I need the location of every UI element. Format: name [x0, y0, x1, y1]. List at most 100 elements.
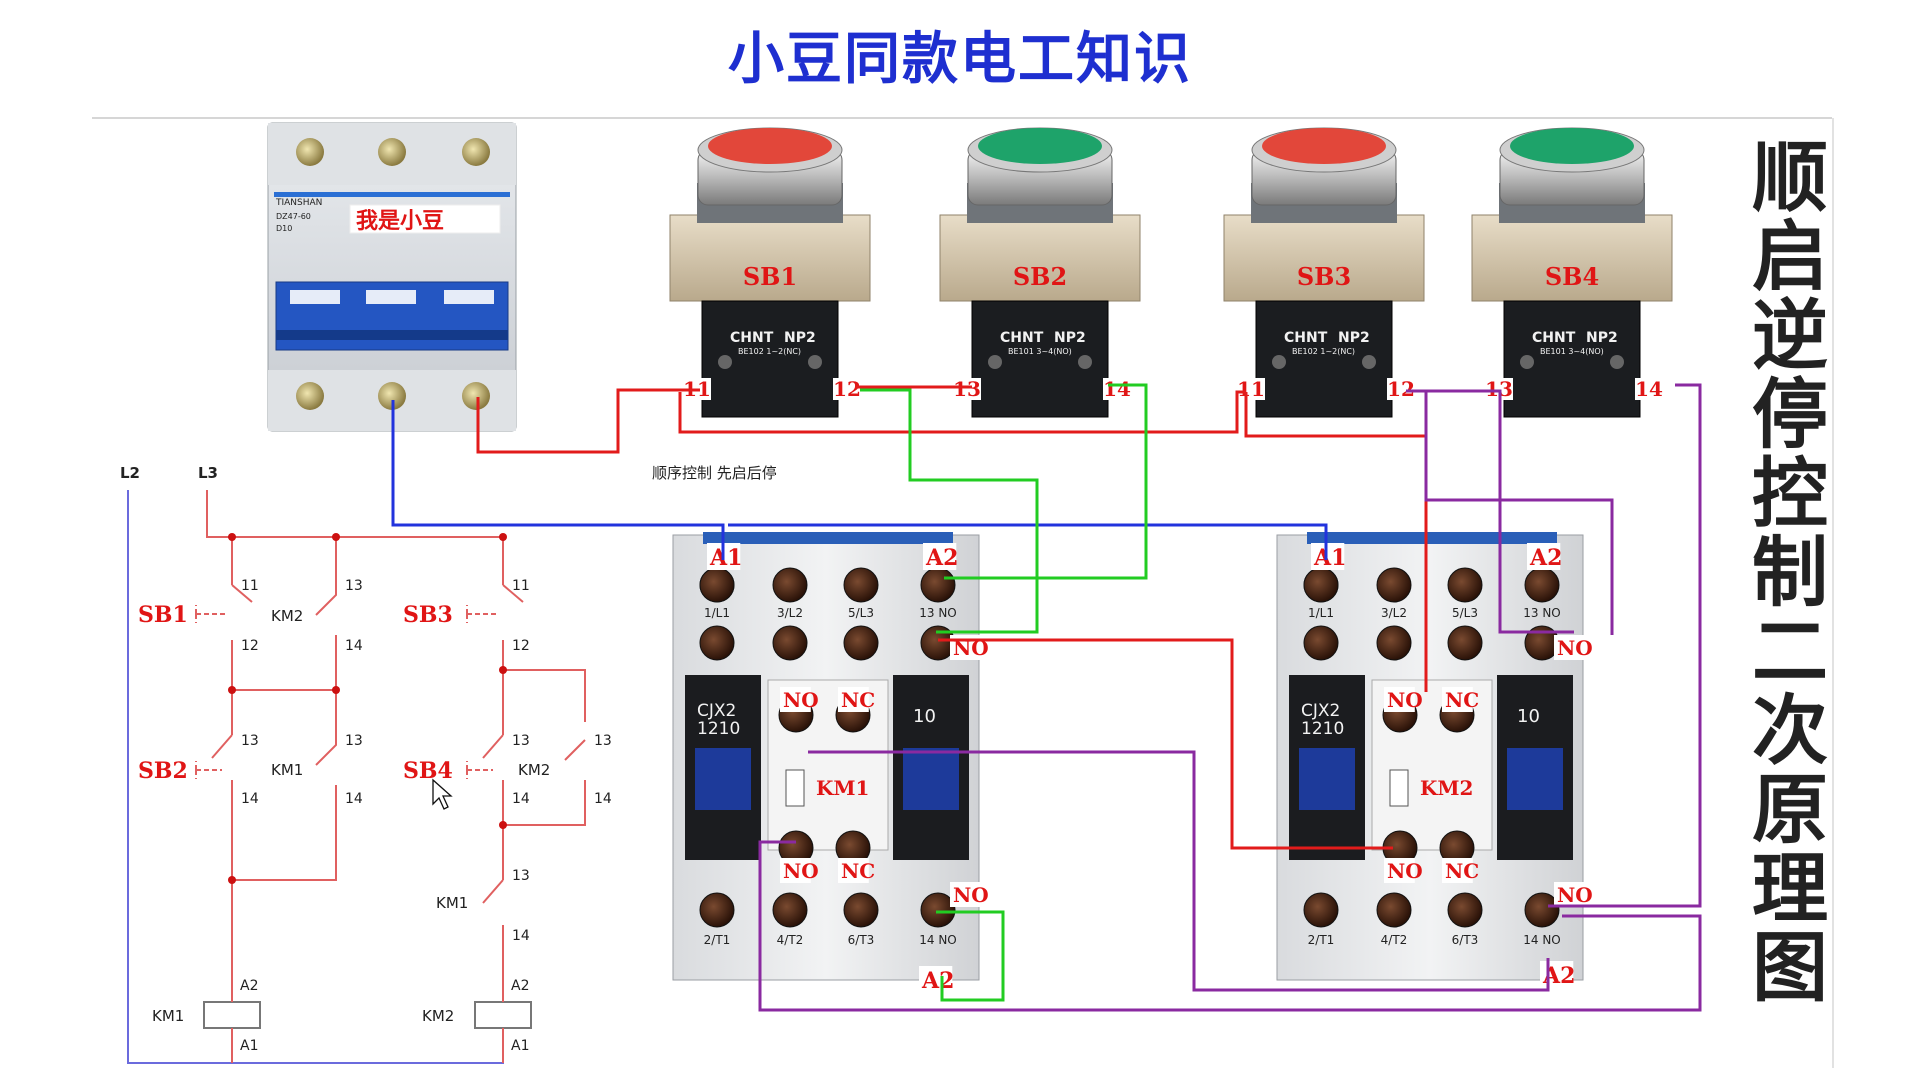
button-brand: CHNT [730, 330, 774, 346]
button-spec: BE102 1~2(NC) [1292, 347, 1355, 356]
contactor-model: 1210 [697, 719, 740, 739]
side-title-char: 制 [1752, 528, 1828, 617]
terminal-marking: 2/T1 [704, 933, 731, 947]
wires [391, 383, 1702, 1012]
purple-wire [1406, 389, 1574, 634]
km2-coil-label: KM2 [422, 1007, 454, 1025]
button-spec: BE102 1~2(NC) [738, 347, 801, 356]
side-title-char: 逆 [1752, 291, 1828, 380]
terminal-screw-icon [1376, 892, 1412, 928]
km1-coil [203, 1001, 261, 1029]
contactor-model: CJX2 [1301, 701, 1340, 721]
terminal-number: 13 [512, 733, 530, 749]
terminal-number: 13 [512, 868, 530, 884]
contactor-name: KM2 [1420, 776, 1473, 800]
red-wire [1244, 392, 1428, 692]
terminal-label: NO [1387, 688, 1423, 712]
terminal-number: 14 [594, 791, 612, 807]
terminal-label: NO [1557, 636, 1593, 660]
sb4-contact [482, 734, 504, 759]
breaker-brand: TIANSHAN [275, 198, 322, 208]
breaker-model: DZ47-60 [276, 212, 311, 221]
terminal-marking: 13 NO [919, 606, 957, 620]
button-terminal: 14 [1103, 377, 1131, 401]
terminal-label: NO [1387, 859, 1423, 883]
side-title-char: 二 [1752, 607, 1828, 696]
title-divider [92, 117, 1832, 119]
terminal-marking: 1/L1 [704, 606, 730, 620]
terminal-screw-icon [1303, 567, 1339, 603]
terminal-label: A1 [709, 545, 742, 571]
terminal-marking: 1/L1 [1308, 606, 1334, 620]
terminal-screw-icon [1376, 567, 1412, 603]
terminal-label: NC [841, 859, 875, 883]
side-title-char: 理 [1752, 844, 1828, 933]
button-brand: CHNT [1284, 330, 1328, 346]
terminal-screw-icon [920, 567, 956, 603]
terminal-screw-icon [843, 892, 879, 928]
circuit-breaker: TIANSHAN DZ47-60 D10 我是小豆 [267, 122, 517, 432]
sequence-note: 顺序控制 先启后停 [652, 464, 777, 482]
side-title-char: 顺 [1752, 133, 1828, 222]
km1-contact-label: KM1 [436, 894, 468, 912]
terminal-number: 14 [345, 791, 363, 807]
terminal-label: NC [1445, 859, 1479, 883]
sb3-contact [502, 584, 524, 603]
button-label: SB1 [743, 262, 797, 291]
terminal-label: NO [783, 859, 819, 883]
breaker-screw-icon [296, 138, 324, 166]
terminal-screw-icon [699, 567, 735, 603]
terminal-marking: 6/T3 [1452, 933, 1479, 947]
right-divider [1832, 118, 1834, 1068]
button-cap-icon [978, 128, 1102, 164]
coil-terminal: A1 [240, 1038, 258, 1054]
button-cap-icon [1510, 128, 1634, 164]
km2-contact-label: KM2 [518, 761, 550, 779]
terminal-number: 13 [241, 733, 259, 749]
button-terminal: 11 [1237, 377, 1265, 401]
green-wire [936, 910, 1005, 1002]
terminal-label: NC [841, 688, 875, 712]
terminal-marking: 3/L2 [777, 606, 803, 620]
blue-wire [728, 523, 1328, 560]
km2-contact-label: KM2 [271, 607, 303, 625]
terminal-label: A1 [1313, 545, 1346, 571]
button-label: SB2 [1013, 262, 1067, 291]
terminal-screw-icon [843, 625, 879, 661]
side-title-char: 停 [1752, 370, 1828, 459]
side-title-char: 次 [1752, 686, 1828, 775]
purple-wire [808, 750, 1550, 992]
terminal-marking: 13 NO [1523, 606, 1561, 620]
terminal-marking: 6/T3 [848, 933, 875, 947]
red-wire [938, 638, 1393, 850]
breaker-screw-icon [378, 382, 406, 410]
terminal-marking: 4/T2 [777, 933, 804, 947]
side-title-char: 启 [1752, 212, 1828, 301]
terminal-screw-icon [699, 625, 735, 661]
breaker-rating: D10 [276, 224, 292, 233]
terminal-label: NO [1557, 883, 1593, 907]
button-terminal: 12 [833, 377, 861, 401]
cursor-icon [432, 778, 453, 810]
terminal-screw-icon [772, 567, 808, 603]
terminal-number: 13 [345, 733, 363, 749]
terminal-number: 14 [345, 638, 363, 654]
button-model: NP2 [1054, 330, 1086, 346]
terminal-marking: 5/L3 [1452, 606, 1478, 620]
km1-seal-contact [315, 690, 337, 766]
contactor-name: KM1 [816, 776, 869, 800]
blue-wire [391, 400, 725, 560]
terminal-marking: 5/L3 [848, 606, 874, 620]
side-title-char: 原 [1752, 765, 1828, 854]
terminal-number: 14 [512, 791, 530, 807]
terminal-number: 14 [512, 928, 530, 944]
breaker-screw-icon [378, 138, 406, 166]
km2-coil [474, 1001, 532, 1029]
terminal-screw-icon [1447, 892, 1483, 928]
sb3-label: SB3 [403, 602, 453, 628]
